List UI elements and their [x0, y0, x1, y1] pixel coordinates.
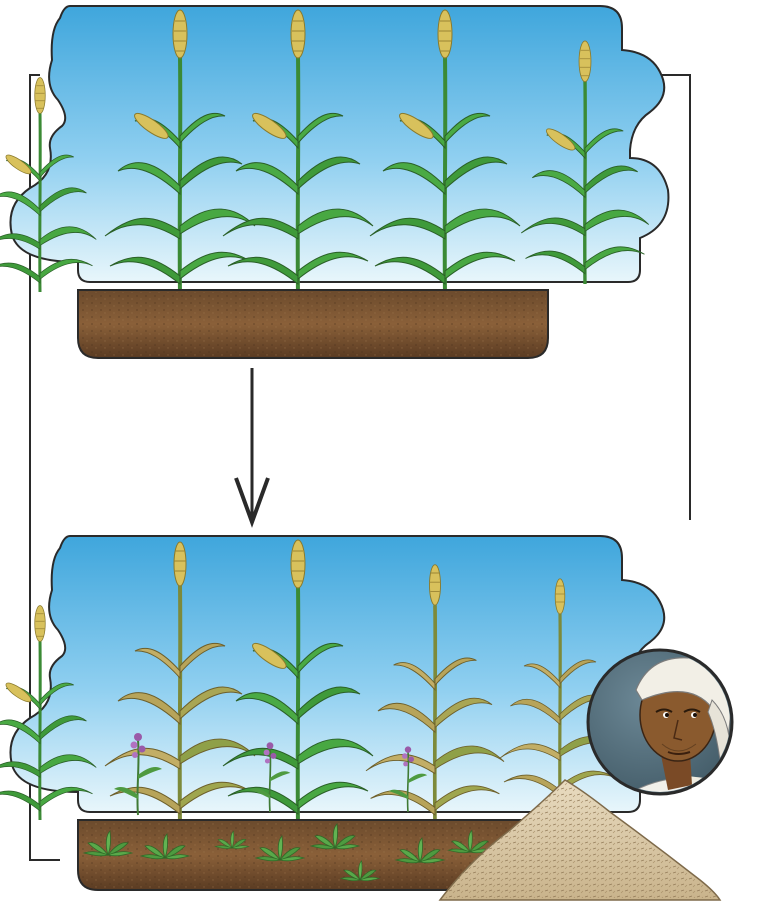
- healthy-crop-scene: [0, 6, 668, 358]
- down-arrow-icon: [236, 368, 268, 522]
